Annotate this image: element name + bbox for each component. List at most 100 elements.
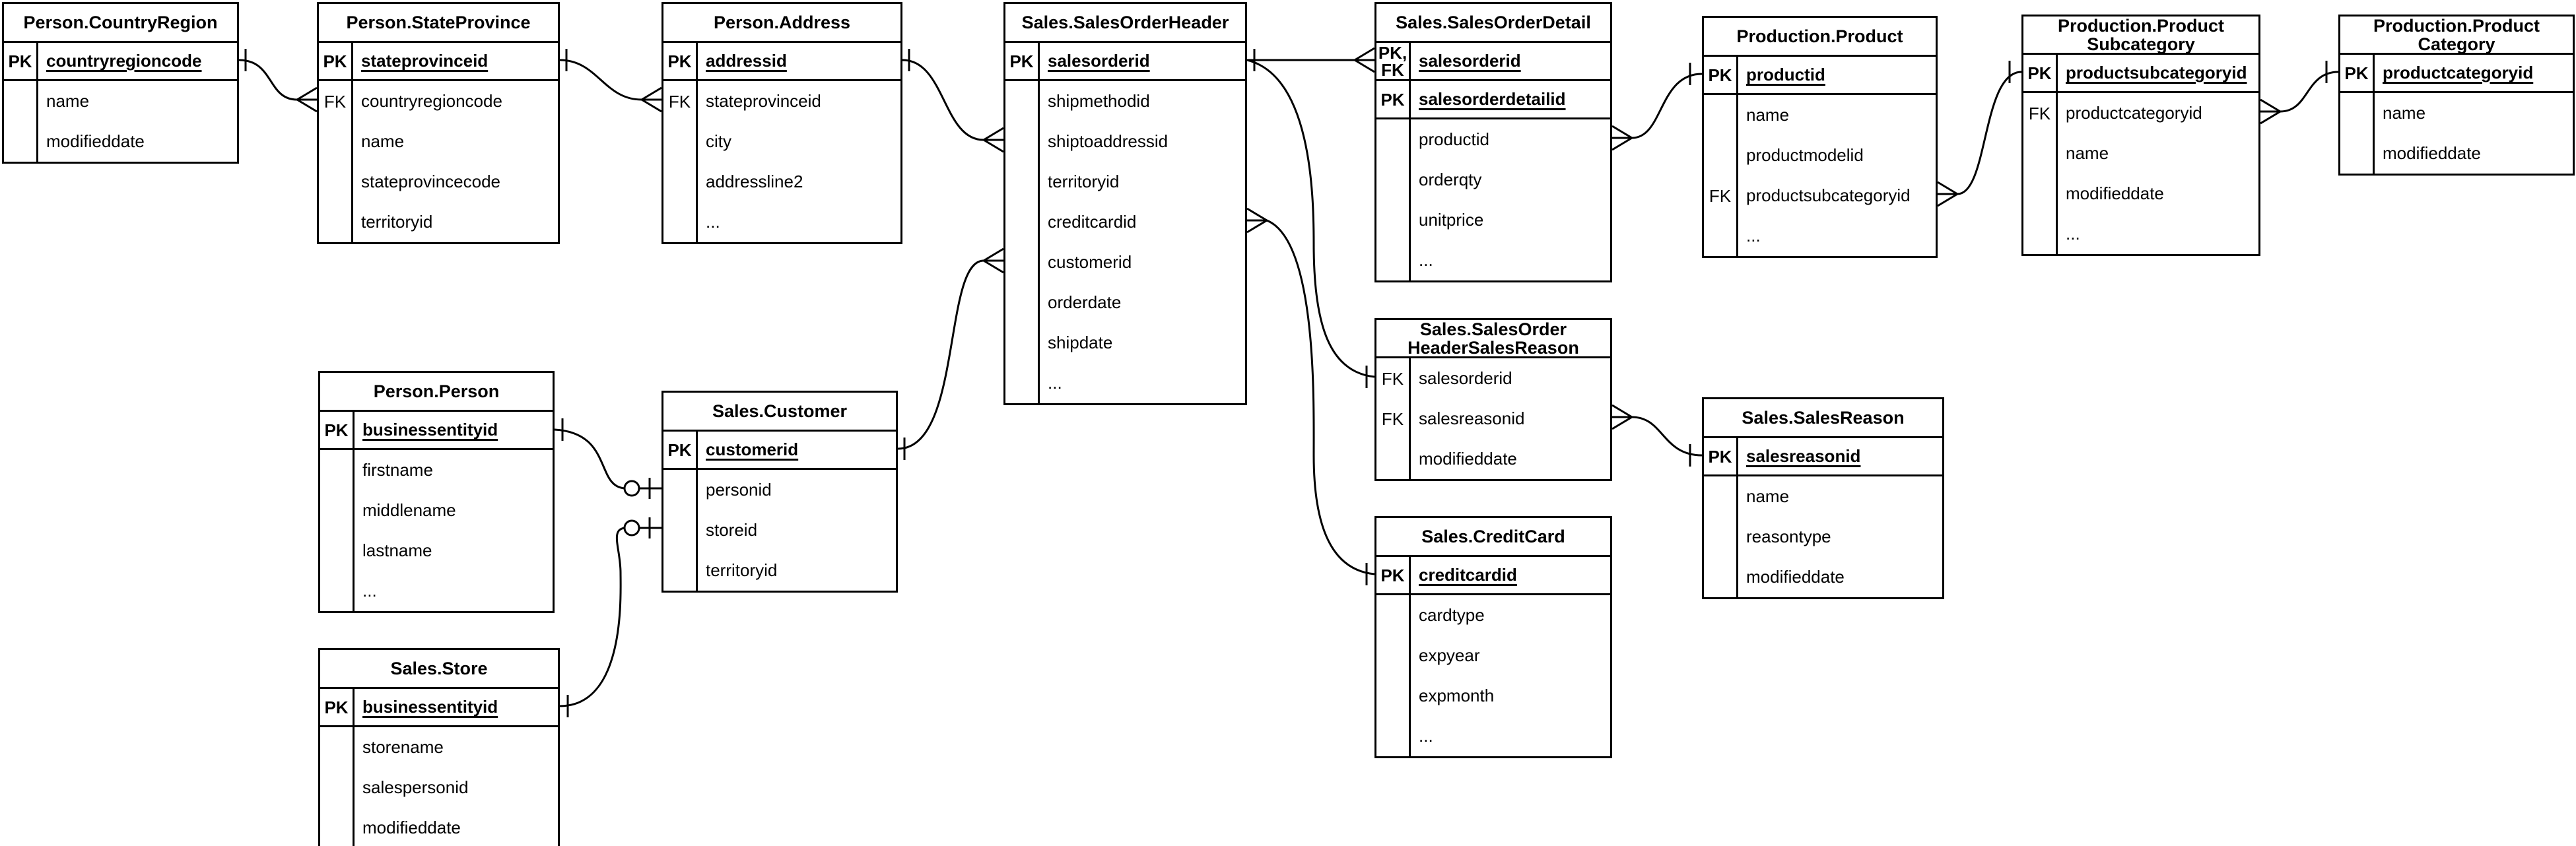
attribute-row: expmonth [1376,676,1610,716]
key-row: PK creditcardid [1376,557,1610,595]
table-title: Sales.CreditCard [1376,518,1610,557]
key-label [2023,133,2058,174]
edge-customer-salesorderheader [897,247,1004,460]
attribute-row: modifieddate [320,808,558,846]
key-label [1005,202,1040,242]
attribute-row: addressline2 [663,162,900,202]
attribute-name: productcategoryid [2066,103,2202,123]
edge-line [1631,416,1703,457]
table-title: Production.Product Subcategory [2023,16,2258,55]
key-attribute-name: addressid [706,51,787,71]
key-label [663,202,698,242]
key-label: PK [1704,57,1738,93]
edge-productsubcategory-productcategory [2260,61,2339,125]
attribute-row: name [1704,476,1942,517]
attribute-name: lastname [362,540,432,560]
table-title: Sales.SalesReason [1704,399,1942,438]
attribute-row: productmodelid [1704,135,1936,176]
attribute-row: name [1704,95,1936,135]
key-label: PK [320,689,355,725]
table-title: Sales.Customer [663,393,896,432]
key-label [2023,214,2058,254]
key-label: FK [1376,358,1411,399]
attribute-row: firstname [320,450,553,490]
attribute-row: personid [663,470,896,510]
key-attribute-name: creditcardid [1419,565,1517,585]
attribute-name: ... [706,212,720,232]
attribute-row: unitprice [1376,200,1610,240]
key-label [320,808,355,846]
key-label: PK [320,412,355,448]
crow-foot-icon [296,86,318,113]
key-label: PK [319,43,353,79]
attribute-row: modifieddate [4,121,237,162]
edge-countryregion-stateprovince [238,49,318,113]
attribute-name: salesorderid [1419,368,1512,388]
attribute-name: ... [1419,726,1433,746]
attribute-row: FK salesorderid [1376,358,1610,399]
attribute-name: territoryid [706,560,778,580]
crow-foot-icon [1611,404,1633,430]
key-label [1704,517,1738,557]
attribute-row: ... [2023,214,2258,254]
table-title: Production.Product Category [2340,16,2573,55]
key-attribute-name: salesorderdetailid [1419,89,1566,109]
attribute-row: middlename [320,490,553,531]
key-label [320,571,355,611]
edge-line [2280,71,2339,113]
edge-stateprovince-address [559,49,662,113]
key-label: FK [663,81,698,121]
attribute-name: ... [1746,226,1761,245]
attribute-name: unitprice [1419,210,1484,230]
attribute-name: stateprovincecode [361,172,501,191]
key-label [663,550,698,591]
attribute-name: city [706,131,731,151]
attribute-row: territoryid [319,202,558,242]
attribute-row: shipdate [1005,323,1245,363]
key-label [4,121,38,162]
edge-salesorderheader-creditcard [1246,207,1375,585]
key-attribute-name: salesorderid [1419,51,1521,71]
attribute-name: expyear [1419,645,1480,665]
key-label: PK [2023,55,2058,91]
edge-person-customer [554,418,661,499]
attribute-row: reasontype [1704,517,1942,557]
attribute-row: lastname [320,531,553,571]
edge-line [554,428,625,490]
key-label [320,727,355,767]
key-label: PK [1376,557,1411,593]
crow-foot-icon [1354,47,1375,73]
crow-foot-icon [983,247,1004,274]
key-attribute-name: salesreasonid [1746,446,1861,466]
attribute-row: territoryid [663,550,896,591]
crow-foot-icon [2260,98,2281,125]
key-label [1704,476,1738,517]
attribute-name: middlename [362,500,456,520]
attribute-name: modifieddate [1419,449,1517,469]
key-label [1376,240,1411,280]
key-label [1704,95,1738,135]
key-attribute-name: productcategoryid [2383,63,2534,82]
key-attribute-name: customerid [706,439,799,459]
attribute-name: creditcardid [1048,212,1137,232]
